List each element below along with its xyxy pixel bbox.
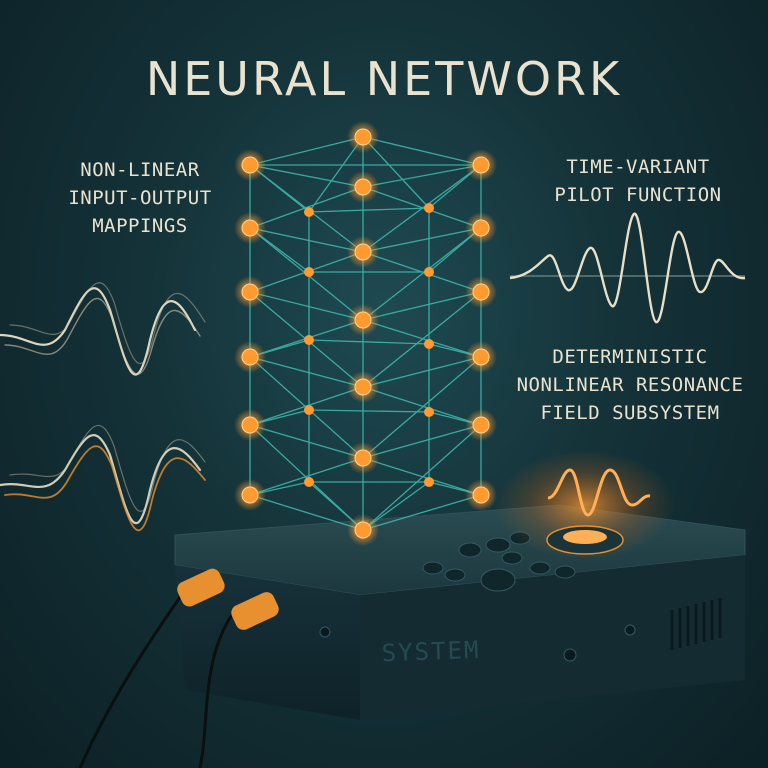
knob-large bbox=[480, 568, 516, 592]
knob bbox=[501, 551, 523, 565]
input-wave bbox=[9, 424, 206, 512]
node bbox=[241, 283, 259, 301]
label-line: INPUT-OUTPUT bbox=[68, 187, 212, 209]
node bbox=[354, 128, 372, 146]
label-pilot-function: TIME-VARIANT PILOT FUNCTION bbox=[528, 153, 748, 209]
nodes-outer bbox=[241, 128, 490, 539]
node-small bbox=[424, 407, 434, 417]
vent-grille bbox=[670, 598, 722, 650]
node bbox=[241, 486, 259, 504]
port bbox=[319, 626, 331, 638]
node-small bbox=[304, 477, 314, 487]
input-waves-group bbox=[0, 282, 206, 532]
node bbox=[354, 311, 372, 329]
input-wave bbox=[4, 297, 201, 375]
node bbox=[472, 416, 490, 434]
knob bbox=[422, 561, 444, 575]
nodes-inner bbox=[304, 203, 434, 487]
label-line: PILOT FUNCTION bbox=[554, 184, 722, 206]
resonance-wave bbox=[547, 468, 651, 517]
knob bbox=[458, 542, 482, 558]
node-small bbox=[424, 203, 434, 213]
node-small bbox=[304, 207, 314, 217]
resonance-core bbox=[563, 530, 607, 544]
node bbox=[472, 219, 490, 237]
device-label: SYSTEM bbox=[381, 636, 481, 667]
node-small bbox=[424, 477, 434, 487]
node-small bbox=[424, 267, 434, 277]
node bbox=[472, 486, 490, 504]
cable bbox=[78, 589, 187, 768]
label-resonance-subsystem: DETERMINISTIC NONLINEAR RESONANCE FIELD … bbox=[500, 343, 760, 427]
port bbox=[563, 648, 577, 662]
connectors bbox=[177, 568, 279, 630]
node bbox=[472, 348, 490, 366]
node bbox=[354, 378, 372, 396]
input-wave bbox=[0, 434, 202, 525]
cable bbox=[198, 609, 237, 768]
node-small bbox=[304, 267, 314, 277]
knob bbox=[485, 537, 511, 553]
network-nodes bbox=[234, 121, 497, 546]
device-side bbox=[360, 555, 745, 720]
input-wave bbox=[0, 287, 197, 376]
port bbox=[624, 624, 636, 636]
node-small bbox=[304, 405, 314, 415]
knob bbox=[529, 561, 551, 575]
label-line: NONLINEAR RESONANCE bbox=[516, 374, 744, 396]
label-line: TIME-VARIANT bbox=[566, 156, 710, 178]
page-title: NEURAL NETWORK bbox=[145, 52, 623, 106]
pilot-wave bbox=[509, 212, 746, 324]
node-small bbox=[424, 339, 434, 349]
system-device: SYSTEM bbox=[174, 450, 746, 720]
label-line: DETERMINISTIC bbox=[552, 346, 708, 368]
node-small bbox=[304, 335, 314, 345]
resonance-glow bbox=[495, 450, 675, 560]
device-front bbox=[175, 565, 360, 720]
connector bbox=[231, 592, 279, 630]
node bbox=[241, 416, 259, 434]
node bbox=[241, 156, 259, 174]
input-wave bbox=[4, 445, 206, 532]
connector bbox=[177, 568, 225, 607]
node bbox=[472, 156, 490, 174]
node bbox=[241, 219, 259, 237]
input-wave bbox=[9, 282, 206, 364]
knob bbox=[444, 568, 466, 582]
label-line: NON-LINEAR bbox=[80, 159, 200, 181]
network-edges bbox=[249, 136, 482, 531]
node bbox=[472, 283, 490, 301]
knob bbox=[554, 565, 576, 579]
label-line: MAPPINGS bbox=[92, 215, 188, 237]
node bbox=[354, 521, 372, 539]
node bbox=[354, 178, 372, 196]
node bbox=[241, 348, 259, 366]
label-line: FIELD SUBSYSTEM bbox=[540, 402, 720, 424]
node bbox=[354, 449, 372, 467]
pilot-wave-group bbox=[509, 212, 746, 324]
node bbox=[354, 243, 372, 261]
cables bbox=[78, 589, 237, 768]
label-nonlinear-mappings: NON-LINEAR INPUT-OUTPUT MAPPINGS bbox=[30, 156, 250, 240]
